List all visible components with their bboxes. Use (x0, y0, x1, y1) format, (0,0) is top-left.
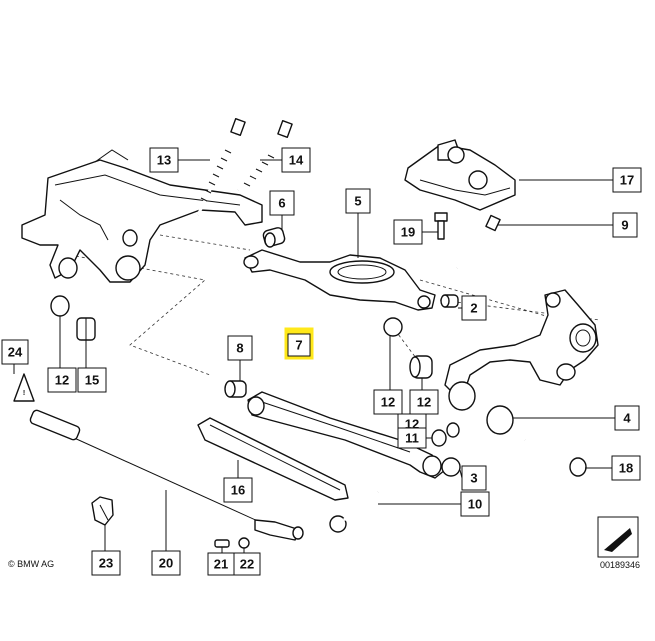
wheel-carrier (444, 289, 599, 435)
rear-subframe (21, 149, 263, 283)
label-2[interactable]: 2 (461, 295, 487, 321)
label-24-text: 24 (8, 345, 23, 360)
label-13-text: 13 (157, 153, 171, 168)
direction-arrow-icon (597, 516, 639, 558)
label-21[interactable]: 21 (207, 552, 235, 576)
bolt-10 (329, 490, 379, 533)
label-12-center-text: 12 (381, 395, 395, 410)
bushing-12-left (50, 295, 70, 317)
bushing-3 (441, 457, 461, 477)
label-3-text: 3 (470, 471, 477, 486)
label-12-left-text: 12 (55, 373, 69, 388)
label-4-text: 4 (623, 411, 631, 426)
label-15-text: 15 (85, 373, 99, 388)
part-labels: 13 14 17 6 5 19 9 2 24 8 7 12 15 12 12 1… (1, 147, 642, 576)
label-16-text: 16 (231, 483, 245, 498)
label-4[interactable]: 4 (614, 405, 640, 431)
label-22[interactable]: 22 (233, 552, 261, 576)
label-14-text: 14 (289, 153, 304, 168)
label-12-center[interactable]: 12 (373, 389, 403, 415)
label-9-text: 9 (621, 218, 628, 233)
label-9[interactable]: 9 (612, 212, 638, 238)
label-18[interactable]: 18 (611, 455, 641, 481)
label-11-text: 11 (405, 431, 419, 446)
label-2-text: 2 (470, 301, 477, 316)
label-19[interactable]: 19 (393, 219, 423, 245)
label-3[interactable]: 3 (461, 465, 487, 491)
clip-15 (76, 317, 96, 341)
bolt-18 (524, 438, 587, 477)
label-5[interactable]: 5 (345, 188, 371, 214)
trailing-arm-7 (247, 391, 446, 479)
label-11[interactable]: 11 (397, 427, 427, 449)
label-23[interactable]: 23 (91, 550, 121, 576)
label-6[interactable]: 6 (269, 190, 295, 216)
handbrake-cable-20 (29, 409, 304, 541)
warning-triangle-icon: ! (13, 373, 35, 402)
label-8-text: 8 (236, 341, 243, 356)
bushing-6 (262, 227, 286, 248)
label-18-text: 18 (619, 461, 633, 476)
label-20[interactable]: 20 (151, 550, 181, 576)
label-21-text: 21 (214, 557, 228, 572)
label-10[interactable]: 10 (460, 491, 490, 517)
leader-lines (13, 159, 615, 553)
label-10-text: 10 (468, 497, 482, 512)
label-5-text: 5 (354, 194, 361, 209)
bolt-19 (434, 212, 448, 240)
washer-22 (238, 537, 250, 549)
bolt-14 (236, 120, 293, 191)
label-13[interactable]: 13 (149, 147, 179, 173)
label-19-text: 19 (401, 225, 415, 240)
label-15[interactable]: 15 (77, 367, 107, 393)
bushing-12-right (409, 355, 433, 379)
label-8[interactable]: 8 (227, 335, 253, 361)
label-17[interactable]: 17 (612, 167, 642, 193)
label-24[interactable]: 24 (1, 339, 29, 365)
label-14[interactable]: 14 (281, 147, 311, 173)
heat-shield-16 (197, 417, 349, 501)
label-7-text: 7 (295, 338, 302, 353)
upper-control-arm-5 (243, 249, 436, 311)
label-16[interactable]: 16 (223, 477, 253, 503)
label-12-right-text: 12 (417, 395, 431, 410)
label-7[interactable]: 7 (284, 327, 314, 360)
rubber-mount-17 (404, 139, 516, 211)
bushing-2 (440, 294, 459, 308)
bushing-8 (224, 380, 247, 398)
label-22-text: 22 (240, 557, 254, 572)
bolt-13 (196, 118, 246, 216)
label-20-text: 20 (159, 556, 173, 571)
brand-text: © BMW AG (8, 559, 54, 569)
washers-11 (431, 422, 460, 447)
label-23-text: 23 (99, 556, 113, 571)
label-12-left[interactable]: 12 (47, 367, 77, 393)
bolt-9 (455, 214, 501, 269)
label-6-text: 6 (278, 196, 285, 211)
label-17-text: 17 (620, 173, 634, 188)
bolt-21 (214, 539, 230, 548)
clip-23 (91, 496, 114, 526)
bushing-12-center (383, 317, 403, 337)
svg-text:!: ! (23, 390, 25, 397)
label-12-right[interactable]: 12 (409, 389, 439, 415)
diagram-id: 00189346 (600, 560, 640, 570)
